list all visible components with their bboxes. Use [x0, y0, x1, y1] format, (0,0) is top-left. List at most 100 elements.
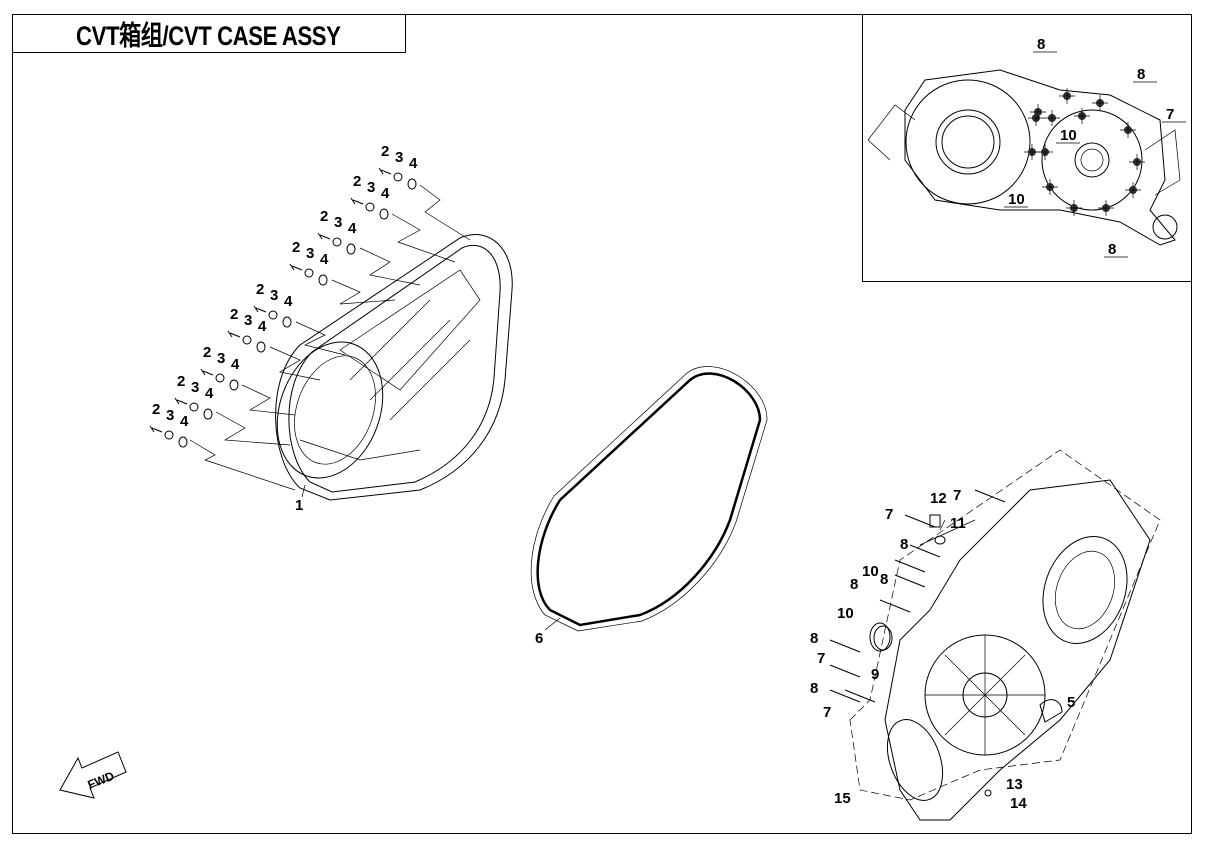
case-callout: 9	[871, 666, 879, 683]
title-block: CVT箱组/CVT CASE ASSY	[12, 14, 406, 53]
bolt-callout: 3	[270, 287, 278, 304]
case-bolts[interactable]	[829, 489, 1006, 797]
case-callout: 5	[1067, 694, 1075, 711]
bolt-callout: 2	[230, 306, 238, 323]
inner-cvt-case[interactable]	[849, 449, 1161, 821]
case-callout: 12	[930, 490, 947, 507]
bolt-callout: 2	[256, 281, 264, 298]
bolt-leaders	[189, 184, 471, 491]
bolt-callout: 3	[166, 407, 174, 424]
bolt-icon	[829, 664, 861, 678]
callout-cover: 1	[295, 497, 303, 514]
nut-icon	[178, 436, 188, 448]
fwd-label: FWD	[86, 769, 117, 792]
washer-icon	[268, 310, 278, 320]
bolt-row[interactable]	[289, 263, 328, 286]
bolt-row[interactable]	[174, 397, 213, 420]
bolt-callout: 4	[320, 251, 329, 268]
nut-icon	[256, 341, 266, 353]
case-callout: 11	[950, 515, 966, 532]
washer-icon	[393, 172, 403, 182]
oil-seal-icon	[873, 625, 893, 651]
nut-icon	[379, 208, 389, 220]
page-title: CVT箱组/CVT CASE ASSY	[76, 20, 341, 51]
case-callout: 8	[850, 576, 858, 593]
bolt-callout: 3	[395, 149, 403, 166]
o-ring-icon	[934, 535, 946, 545]
bolt-icon	[174, 397, 188, 405]
bolt-row[interactable]	[350, 197, 389, 220]
case-callout: 10	[837, 605, 854, 622]
nut-icon	[346, 243, 356, 255]
bolt-callout: 4	[258, 318, 267, 335]
bolt-callout: 2	[320, 208, 328, 225]
callout-gasket: 6	[535, 630, 543, 647]
inset-callout: 7	[1166, 106, 1174, 123]
nut-icon	[407, 178, 417, 190]
bolt-callout: 3	[244, 312, 252, 329]
case-callout: 7	[953, 487, 961, 504]
bolt-icon	[909, 544, 941, 558]
case-callout: 8	[900, 536, 908, 553]
bolt-callout: 3	[367, 179, 375, 196]
bolt-washer-stacks[interactable]	[149, 167, 417, 448]
bolt-callout: 3	[334, 214, 342, 231]
inset-callout: 8	[1037, 36, 1045, 53]
bolt-row[interactable]	[227, 330, 266, 353]
washer-icon	[332, 237, 342, 247]
case-callout: 10	[862, 563, 879, 580]
inset-case-drawing	[867, 69, 1181, 246]
washer-icon	[215, 373, 225, 383]
bolt-callout: 4	[205, 385, 214, 402]
case-callout: 15	[834, 790, 851, 807]
inset-callout: 8	[1108, 241, 1116, 258]
bolt-icon	[149, 425, 163, 433]
bolt-row[interactable]	[378, 167, 417, 190]
washer-icon	[189, 402, 199, 412]
nut-icon	[318, 274, 328, 286]
bolt-callout: 2	[152, 401, 160, 418]
washer-icon	[164, 430, 174, 440]
bolt-icon	[317, 232, 331, 240]
bolt-icon	[350, 197, 364, 205]
case-callout: 13	[1006, 776, 1023, 793]
bolt-callout: 2	[381, 143, 389, 160]
bolt-callout: 4	[231, 356, 240, 373]
bolt-callout: 4	[348, 220, 357, 237]
case-callout: 14	[1010, 795, 1027, 812]
bolt-row[interactable]	[149, 425, 188, 448]
bolt-row[interactable]	[317, 232, 356, 255]
bolt-row[interactable]	[253, 305, 292, 328]
fwd-arrow-icon: FWD	[59, 751, 127, 799]
cvt-cover[interactable]	[259, 234, 513, 501]
bolt-callout: 4	[409, 155, 418, 172]
inset-callout: 10	[1008, 191, 1025, 208]
bolt-callout: 2	[203, 344, 211, 361]
bolt-callout: 3	[217, 350, 225, 367]
bolt-icon	[894, 574, 926, 588]
bolt-icon	[227, 330, 241, 338]
case-callout: 7	[885, 506, 893, 523]
bolt-callout: 2	[292, 239, 300, 256]
bolt-row[interactable]	[200, 368, 239, 391]
bolt-callout: 4	[180, 413, 189, 430]
bolt-callout: 2	[177, 373, 185, 390]
washer-icon	[984, 789, 992, 797]
inset-callout: 10	[1060, 127, 1077, 144]
case-callout: 8	[880, 571, 888, 588]
case-callout: 7	[823, 704, 831, 721]
bolt-icon	[200, 368, 214, 376]
breather-plug-icon	[929, 514, 941, 528]
inset-bolt-marks	[1024, 88, 1145, 216]
cvt-gasket[interactable]	[530, 366, 768, 632]
case-callout: 8	[810, 680, 818, 697]
bolt-icon	[289, 263, 303, 271]
nut-icon	[203, 408, 213, 420]
bolt-icon	[879, 599, 911, 613]
bolt-icon	[829, 639, 861, 653]
washer-icon	[365, 202, 375, 212]
